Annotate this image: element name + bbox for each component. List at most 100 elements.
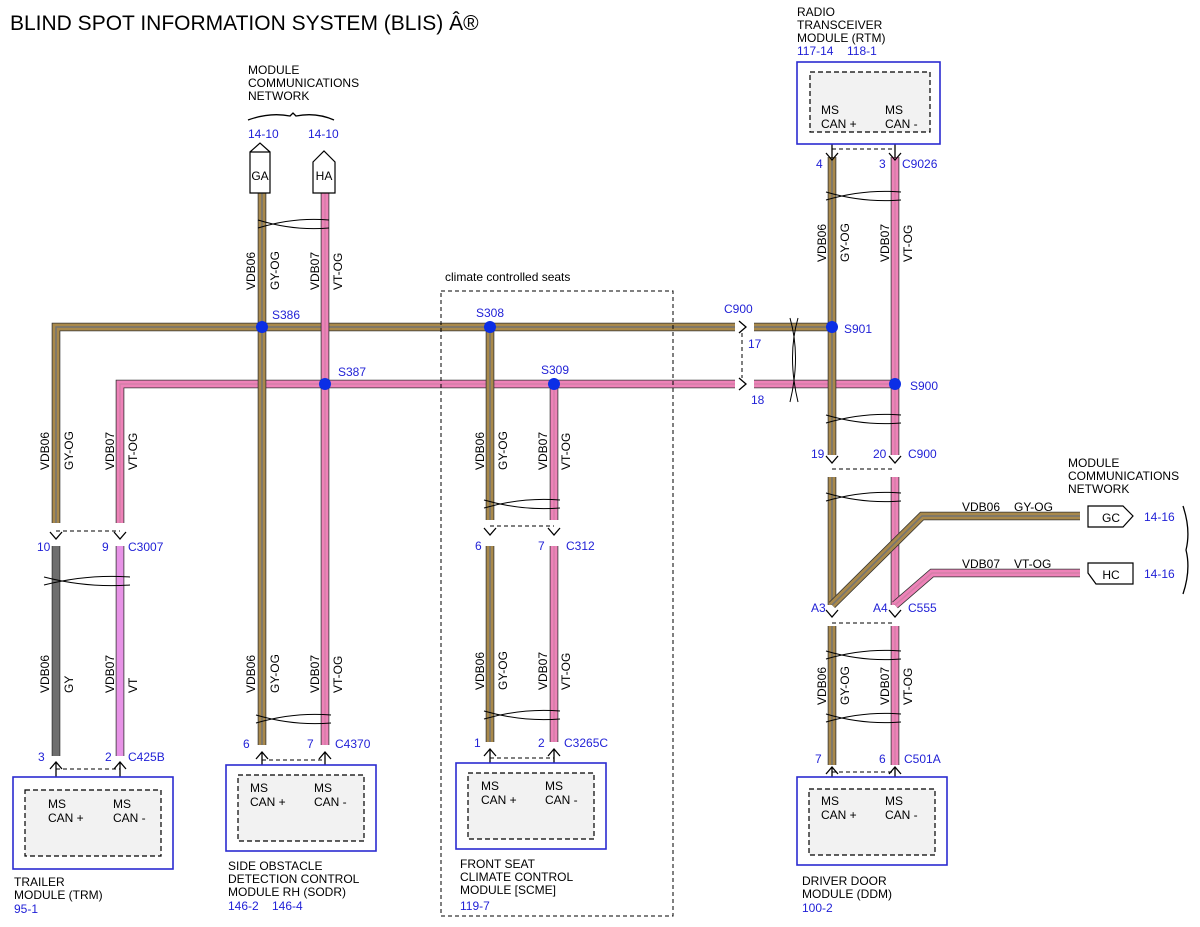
network-top-ref-right[interactable]: 14-10 xyxy=(308,127,339,141)
network-top-ref-left[interactable]: 14-10 xyxy=(248,127,279,141)
wire-label-vtog-rtm: VT-OG xyxy=(901,225,915,262)
scme-label-line3: MODULE [SCME] xyxy=(460,883,556,897)
pin-arrow-c900-right xyxy=(888,455,902,464)
ddm-can-minus: CAN - xyxy=(885,808,918,822)
scme-ref[interactable]: 119-7 xyxy=(460,899,490,913)
wire-label-vdb06-c3007: VDB06 xyxy=(38,432,52,470)
wire-label-vtog-ha: VT-OG xyxy=(331,253,345,290)
splice-dot-s900 xyxy=(889,378,901,390)
climate-seats-region xyxy=(440,290,674,917)
scme-connector-c3265c[interactable]: C3265C xyxy=(564,736,608,750)
scme-ms-right: MS xyxy=(545,779,563,793)
wire-label-vtog-c3007: VT-OG xyxy=(126,433,140,470)
scme-can-plus: CAN + xyxy=(481,793,517,807)
trm-module-box-inner xyxy=(24,789,162,857)
wire-bus-vtog-left-outline xyxy=(115,379,735,523)
twist-mark-s900-a xyxy=(825,414,902,425)
scme-pin-right: 2 xyxy=(538,736,545,750)
wire-label-vtog-c312: VT-OG xyxy=(559,433,573,470)
rtm-ref-2[interactable]: 118-1 xyxy=(847,44,877,58)
rtm-connector-c9026[interactable]: C9026 xyxy=(902,157,938,171)
sodr-connector-c4370[interactable]: C4370 xyxy=(335,737,371,751)
splice-dot-s309 xyxy=(548,378,560,390)
wire-bus-vtog-left xyxy=(115,379,735,523)
sodr-module-box-inner xyxy=(237,774,365,842)
c900-inline-label[interactable]: C900 xyxy=(724,302,753,316)
trm-connector-c425b[interactable]: C425B xyxy=(128,750,165,764)
trm-can-plus: CAN + xyxy=(48,811,84,825)
wires-layer xyxy=(51,157,1080,765)
rtm-label-line3: MODULE (RTM) xyxy=(797,31,885,45)
pin-arrow-c9026-right xyxy=(888,152,902,161)
splice-s386-label[interactable]: S386 xyxy=(272,308,300,322)
network-flag-ga-label: GA xyxy=(251,169,268,183)
wire-label-vdb07-c312: VDB07 xyxy=(536,432,550,470)
climate-seats-label: climate controlled seats xyxy=(445,270,570,284)
splice-dot-s387 xyxy=(319,378,331,390)
sodr-ref-1[interactable]: 146-2 xyxy=(228,899,259,913)
splice-s387-label[interactable]: S387 xyxy=(338,365,366,379)
sodr-ms-left: MS xyxy=(250,781,268,795)
wire-label-vdb07-rtm: VDB07 xyxy=(878,224,892,262)
twist-mark-c555-a xyxy=(825,650,902,661)
twist-mark-c3007-a xyxy=(43,576,131,587)
c900-right-pin-left: 19 xyxy=(811,447,825,461)
wire-label-vdb06-trm: VDB06 xyxy=(38,655,52,693)
ddm-ref[interactable]: 100-2 xyxy=(802,901,833,915)
c555-connector[interactable]: C555 xyxy=(908,601,937,615)
rtm-can-minus: CAN - xyxy=(885,117,918,131)
wire-label-vdb06-scme: VDB06 xyxy=(473,652,487,690)
network-flag-gc xyxy=(1087,505,1134,528)
c3007-pin-left: 10 xyxy=(37,540,51,554)
splice-s309-label[interactable]: S309 xyxy=(541,363,569,377)
twist-mark-ddm-a xyxy=(825,713,902,724)
network-right-ref-bottom[interactable]: 14-16 xyxy=(1144,567,1175,581)
twist-mark-c555-b xyxy=(825,649,902,660)
wire-label-vdb07-trm: VDB07 xyxy=(103,655,117,693)
c900-pin-18: 18 xyxy=(751,393,765,407)
ddm-ms-right: MS xyxy=(885,794,903,808)
c3007-connector[interactable]: C3007 xyxy=(128,540,164,554)
c900-right-connector[interactable]: C900 xyxy=(908,447,937,461)
trm-pin-right: 2 xyxy=(105,750,112,764)
twist-mark-s900-b xyxy=(825,413,902,424)
scme-module-box-inner xyxy=(467,772,595,840)
ddm-connector-c501a[interactable]: C501A xyxy=(904,752,941,766)
twist-mark-sodr-b xyxy=(255,713,332,724)
twist-mark-c900-inline-a xyxy=(789,317,796,403)
module-boxes-layer xyxy=(12,61,1189,870)
ddm-module-box-inner xyxy=(808,788,936,856)
wire-label-gyog-scme: GY-OG xyxy=(496,651,510,690)
wire-label-gyog-c312: GY-OG xyxy=(496,431,510,470)
rtm-label-line1: RADIO xyxy=(797,5,835,19)
c3007-pin-right: 9 xyxy=(102,540,109,554)
rtm-ref-1[interactable]: 117-14 xyxy=(797,44,834,58)
pin-arrow-c900-17 xyxy=(738,320,747,334)
wire-label-vdb06-ddm: VDB06 xyxy=(815,667,829,705)
wire-bus-gyog-left-stripe xyxy=(55,326,735,523)
splice-s308-label[interactable]: S308 xyxy=(476,306,504,320)
splice-s901-label[interactable]: S901 xyxy=(844,322,872,336)
pin-arrow-c3007-left xyxy=(49,531,63,540)
network-top-label-line3: NETWORK xyxy=(248,89,309,103)
sodr-ref-2[interactable]: 146-4 xyxy=(272,899,303,913)
twist-mark-c312-top-a xyxy=(483,499,561,510)
diagram-title: BLIND SPOT INFORMATION SYSTEM (BLIS) Â® xyxy=(10,12,479,35)
wire-label-gyog-sodr: GY-OG xyxy=(268,654,282,693)
c312-connector[interactable]: C312 xyxy=(566,539,595,553)
network-flag-hc xyxy=(1087,562,1134,585)
splice-s900-label[interactable]: S900 xyxy=(910,379,938,393)
wire-bus-vtog-left-fill xyxy=(116,380,735,523)
pin-arrow-c900-18 xyxy=(738,377,747,391)
twist-mark-scme-a xyxy=(483,710,561,721)
scme-label-line2: CLIMATE CONTROL xyxy=(460,870,573,884)
ddm-label-line2: MODULE (DDM) xyxy=(802,887,892,901)
scme-pin-left: 1 xyxy=(474,736,481,750)
twist-mark-c312-top-b xyxy=(483,498,561,509)
c900-right-pin-right: 20 xyxy=(873,447,887,461)
c312-pin-right: 7 xyxy=(538,539,545,553)
twist-mark-rtm-b xyxy=(825,190,902,201)
network-right-ref-top[interactable]: 14-16 xyxy=(1144,510,1175,524)
wire-label-vdb06-c312: VDB06 xyxy=(473,432,487,470)
trm-ref[interactable]: 95-1 xyxy=(14,902,38,916)
